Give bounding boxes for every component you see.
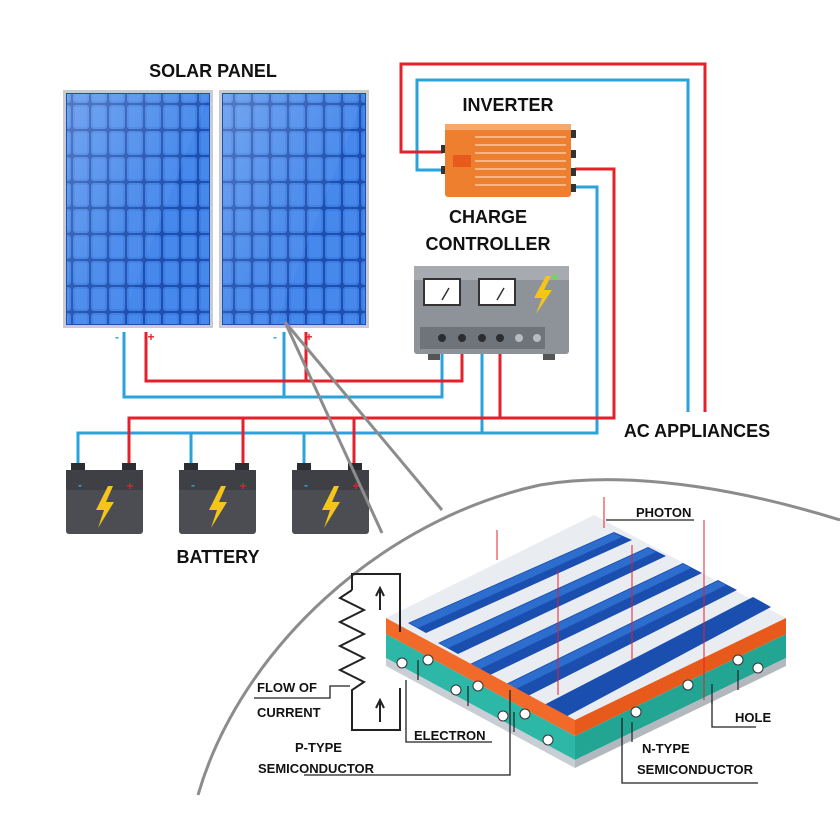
battery1-negative: - [78, 478, 82, 492]
battery1-positive: + [126, 479, 133, 493]
ac-appliances-label: AC APPLIANCES [624, 421, 770, 441]
solar-panel-left [63, 90, 213, 328]
battery-label: BATTERY [177, 547, 260, 567]
gauge-icon-2 [478, 278, 516, 306]
charge-controller-label-1: CHARGE [449, 207, 527, 227]
panel1-positive: + [147, 330, 154, 344]
battery2-positive: + [239, 479, 246, 493]
panel2-negative: - [273, 330, 277, 344]
charge-controller [414, 266, 569, 360]
leader-lines [254, 519, 758, 784]
solar-panel-label: SOLAR PANEL [149, 61, 277, 81]
battery-3: - + [292, 463, 369, 534]
battery3-negative: - [304, 478, 308, 492]
pv-cell-cross-section [386, 497, 786, 768]
battery-1: - + [66, 463, 143, 534]
lightning-bolt-icon [322, 486, 340, 528]
battery2-negative: - [191, 478, 195, 492]
photon-label: PHOTON [636, 505, 691, 520]
gauge-icon [423, 278, 461, 306]
hole-label: HOLE [735, 710, 771, 725]
inverter [441, 124, 576, 197]
n-type-label-2: SEMICONDUCTOR [637, 762, 754, 777]
charge-controller-label-2: CONTROLLER [426, 234, 551, 254]
zoom-callout [196, 321, 840, 796]
panel2-positive: + [305, 330, 312, 344]
n-type-label-1: N-TYPE [642, 741, 690, 756]
lightning-bolt-icon [534, 276, 552, 314]
flow-of-current-label-2: CURRENT [257, 705, 321, 720]
solar-panel-right [219, 90, 369, 328]
flow-of-current-label-1: FLOW OF [257, 680, 317, 695]
lightning-bolt-icon [209, 486, 227, 528]
inverter-label: INVERTER [462, 95, 553, 115]
p-type-label-1: P-TYPE [295, 740, 342, 755]
battery3-positive: + [352, 479, 359, 493]
panel1-negative: - [115, 330, 119, 344]
battery-2: - + [179, 463, 256, 534]
p-type-label-2: SEMICONDUCTOR [258, 761, 375, 776]
resistor-icon [337, 573, 401, 731]
wiring [76, 62, 707, 466]
lightning-bolt-icon [96, 486, 114, 528]
electron-label: ELECTRON [414, 728, 486, 743]
